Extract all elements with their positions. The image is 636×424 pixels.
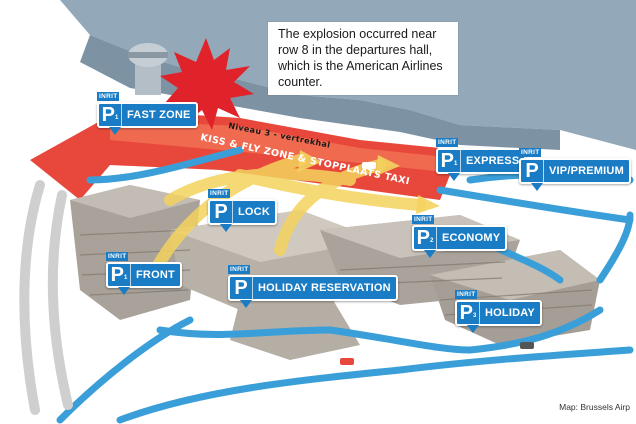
access-routes [56,146,634,424]
cars [68,162,534,373]
parking-name: VIP/PREMIUM [549,165,624,177]
control-tower [128,43,168,95]
parking-name: HOLIDAY RESERVATION [258,282,391,294]
parking-name: ECONOMY [442,232,501,244]
exit-ramps [19,180,73,415]
departures-road-light [110,120,455,172]
parking-name: HOLIDAY [485,307,535,319]
map-credit: Map: Brussels Airp [559,402,630,412]
parking-name: LOCK [238,206,270,218]
parking-name: FAST ZONE [127,109,191,121]
explosion-marker [160,38,254,130]
terminal-facade [80,35,560,150]
parking-name: FRONT [136,269,175,281]
parking-name: EXPRESS [466,155,520,167]
explosion-callout: The explosion occurred near row 8 in the… [268,22,458,95]
